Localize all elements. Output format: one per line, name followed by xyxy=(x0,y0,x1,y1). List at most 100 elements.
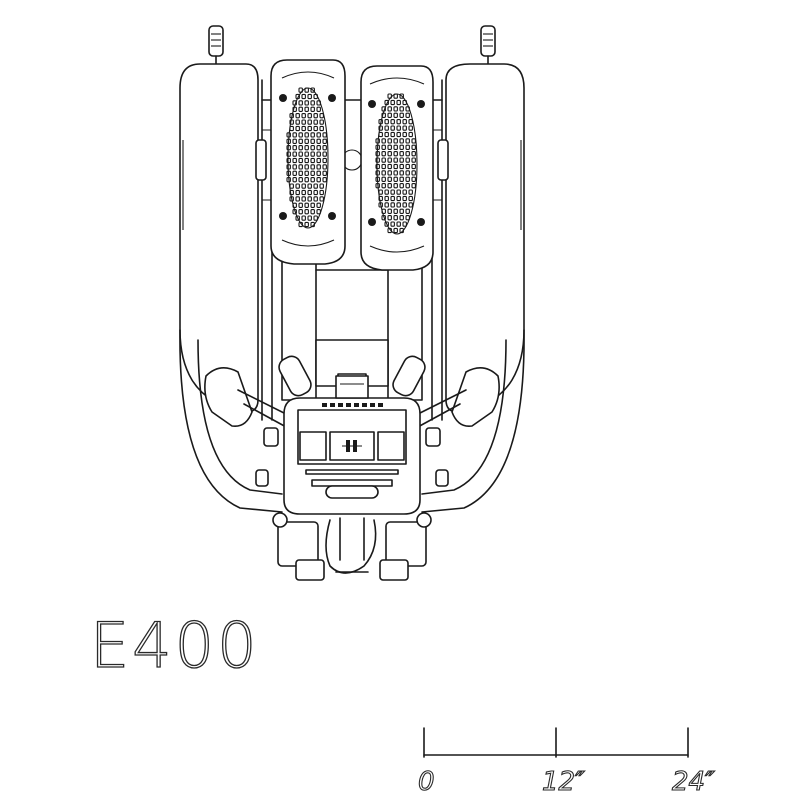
grip-hole xyxy=(310,106,315,112)
left-pedal-grip-pattern xyxy=(286,87,327,228)
grip-hole xyxy=(396,131,401,138)
left-handlebar xyxy=(204,355,312,429)
grip-hole xyxy=(384,189,389,195)
grip-hole xyxy=(390,99,395,106)
scale-label-24: 24″ xyxy=(672,767,715,797)
grip-hole xyxy=(286,145,291,151)
console-button xyxy=(330,403,335,407)
grip-hole xyxy=(378,125,383,131)
grip-hole xyxy=(375,170,380,176)
grip-hole xyxy=(298,170,303,176)
grip-hole xyxy=(408,119,413,125)
grip-hole xyxy=(310,151,315,157)
grip-hole xyxy=(316,138,321,144)
grip-hole xyxy=(375,157,380,163)
grip-hole xyxy=(313,196,318,202)
grip-hole xyxy=(387,163,392,170)
grip-hole xyxy=(390,202,395,208)
grip-hole xyxy=(289,196,294,202)
grip-hole xyxy=(384,195,389,202)
grip-hole xyxy=(313,93,318,100)
grip-hole xyxy=(375,151,380,157)
left-pedal xyxy=(270,59,346,265)
grip-hole xyxy=(310,87,315,93)
grip-hole xyxy=(396,99,401,106)
right-pedal xyxy=(360,65,434,271)
grip-hole xyxy=(387,151,392,157)
grip-hole xyxy=(381,170,386,176)
grip-hole xyxy=(384,131,389,138)
grip-hole xyxy=(313,189,318,196)
grip-hole xyxy=(286,151,291,157)
grip-hole xyxy=(289,183,294,189)
grip-hole xyxy=(316,177,321,183)
right-handlebar xyxy=(392,355,500,429)
grip-hole xyxy=(375,138,380,144)
grip-hole xyxy=(313,215,318,221)
grip-hole xyxy=(304,100,309,106)
model-label: E400 xyxy=(90,609,260,682)
grip-hole xyxy=(405,106,410,112)
grip-hole xyxy=(292,138,297,144)
grip-hole xyxy=(381,176,386,182)
grip-hole xyxy=(295,183,300,189)
grip-hole xyxy=(384,99,389,106)
grip-hole xyxy=(304,106,309,112)
grip-hole xyxy=(402,221,407,227)
grip-hole xyxy=(298,145,303,151)
grip-hole xyxy=(292,202,297,208)
grip-hole xyxy=(292,177,297,183)
grip-hole xyxy=(322,157,327,164)
grip-hole xyxy=(405,138,410,144)
grip-hole xyxy=(396,202,401,208)
grip-hole xyxy=(399,151,404,157)
grip-hole xyxy=(301,113,306,119)
grip-hole xyxy=(393,227,398,234)
grip-hole xyxy=(393,112,398,118)
grip-hole xyxy=(286,177,291,183)
grip-hole xyxy=(390,195,395,202)
grip-hole xyxy=(393,144,398,150)
grip-hole xyxy=(375,176,380,182)
grip-hole xyxy=(298,138,303,144)
grip-hole xyxy=(402,119,407,125)
grip-hole xyxy=(405,163,410,170)
grip-hole xyxy=(384,119,389,125)
grip-hole xyxy=(313,183,318,189)
grip-hole xyxy=(381,215,386,221)
grip-hole xyxy=(319,113,324,119)
grip-hole xyxy=(295,119,300,125)
grip-hole xyxy=(301,125,306,132)
grip-hole xyxy=(289,113,294,119)
grip-hole xyxy=(295,93,300,100)
console-button xyxy=(322,403,327,407)
grip-hole xyxy=(411,144,416,150)
grip-hole xyxy=(393,106,398,112)
grip-hole xyxy=(316,145,321,151)
grip-hole xyxy=(298,177,303,183)
grip-hole xyxy=(298,157,303,164)
console-button xyxy=(338,403,343,407)
grip-hole xyxy=(301,93,306,100)
console-button xyxy=(370,403,375,407)
right-pedal-grip-pattern xyxy=(375,93,416,234)
grip-hole xyxy=(316,151,321,157)
grip-hole xyxy=(375,163,380,170)
grip-hole xyxy=(319,196,324,202)
grip-hole xyxy=(304,221,309,228)
grip-hole xyxy=(310,145,315,151)
grip-hole xyxy=(292,170,297,176)
grip-hole xyxy=(292,151,297,157)
grip-hole xyxy=(298,132,303,138)
grip-hole xyxy=(381,183,386,189)
grip-hole xyxy=(411,151,416,157)
grip-hole xyxy=(405,112,410,118)
grip-hole xyxy=(402,189,407,195)
grip-hole xyxy=(292,209,297,215)
grip-hole xyxy=(307,113,312,119)
grip-hole xyxy=(310,132,315,138)
grip-hole xyxy=(292,145,297,151)
grip-hole xyxy=(384,125,389,131)
grip-hole xyxy=(310,209,315,215)
grip-hole xyxy=(292,106,297,112)
